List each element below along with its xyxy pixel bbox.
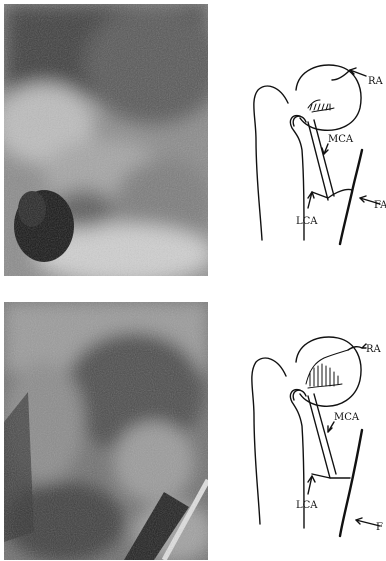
bottom-label-ra: RA bbox=[366, 344, 382, 355]
top-angiogram-image bbox=[4, 4, 208, 276]
bottom-schematic-diagram: RA MCA LCA F bbox=[216, 328, 386, 548]
top-label-lca: LCA bbox=[296, 216, 318, 227]
top-figure: RA MCA LCA FA bbox=[0, 0, 386, 280]
top-label-mca: MCA bbox=[328, 134, 354, 145]
bottom-retinacular-vessels bbox=[306, 350, 348, 388]
top-schematic-diagram: RA MCA LCA FA bbox=[216, 58, 386, 258]
bottom-figure: RA MCA LCA F bbox=[0, 290, 386, 561]
top-retinacular-vessels bbox=[308, 100, 334, 112]
top-femur-outline bbox=[254, 86, 288, 240]
bottom-label-fa: F bbox=[376, 522, 383, 533]
top-label-fa: FA bbox=[374, 200, 386, 211]
bottom-label-mca: MCA bbox=[334, 412, 360, 423]
bottom-mca-vessel bbox=[308, 396, 330, 478]
top-fa-vessel bbox=[340, 150, 362, 244]
top-label-ra: RA bbox=[368, 76, 384, 87]
bottom-angiogram-image bbox=[4, 302, 208, 560]
bottom-femur-outline bbox=[252, 358, 286, 524]
bottom-label-lca: LCA bbox=[296, 500, 318, 511]
